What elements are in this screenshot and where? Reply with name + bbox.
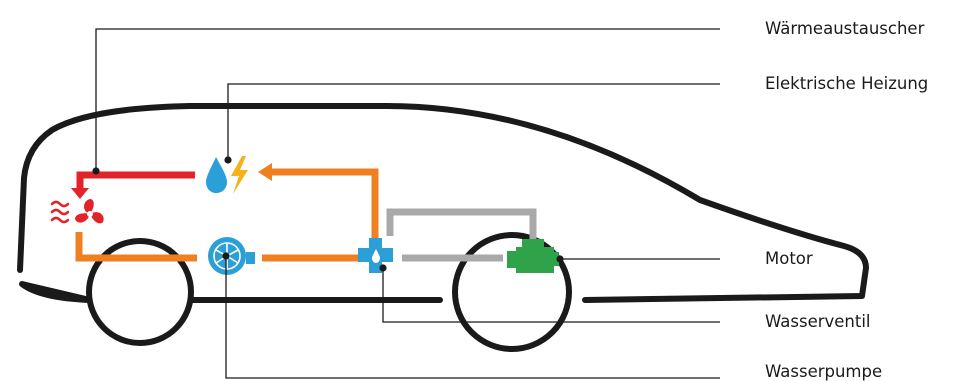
label-water-pump: Wasserpumpe — [765, 362, 882, 381]
leader-line-water-pump — [225, 256, 720, 379]
label-electric-heater: Elektrische Heizung — [765, 74, 928, 93]
hot-flow-line — [76, 171, 195, 188]
warm-flow-lines — [75, 168, 379, 262]
bypass-lines — [386, 208, 537, 262]
engine-icon — [507, 239, 559, 273]
valve-icon — [358, 238, 393, 273]
label-heat-exchanger: Wärmeaustauscher — [765, 19, 925, 38]
pump-icon — [208, 237, 255, 275]
front-wheel — [86, 238, 194, 346]
leader-dots — [92, 156, 564, 272]
water-drop-lightning-icon — [206, 156, 248, 194]
hot-flow-arrow-head — [71, 188, 89, 199]
label-water-valve: Wasserventil — [765, 312, 871, 331]
label-engine: Motor — [765, 249, 813, 268]
leader-lines — [95, 28, 720, 379]
leader-line-heat-exchanger — [95, 28, 720, 171]
leader-line-water-valve — [382, 268, 720, 323]
flow-arrow-head — [258, 163, 272, 181]
leader-line-electric-heater — [227, 83, 720, 160]
heat-waves-fan-icon — [50, 199, 104, 224]
car-body-outline — [17, 102, 869, 303]
